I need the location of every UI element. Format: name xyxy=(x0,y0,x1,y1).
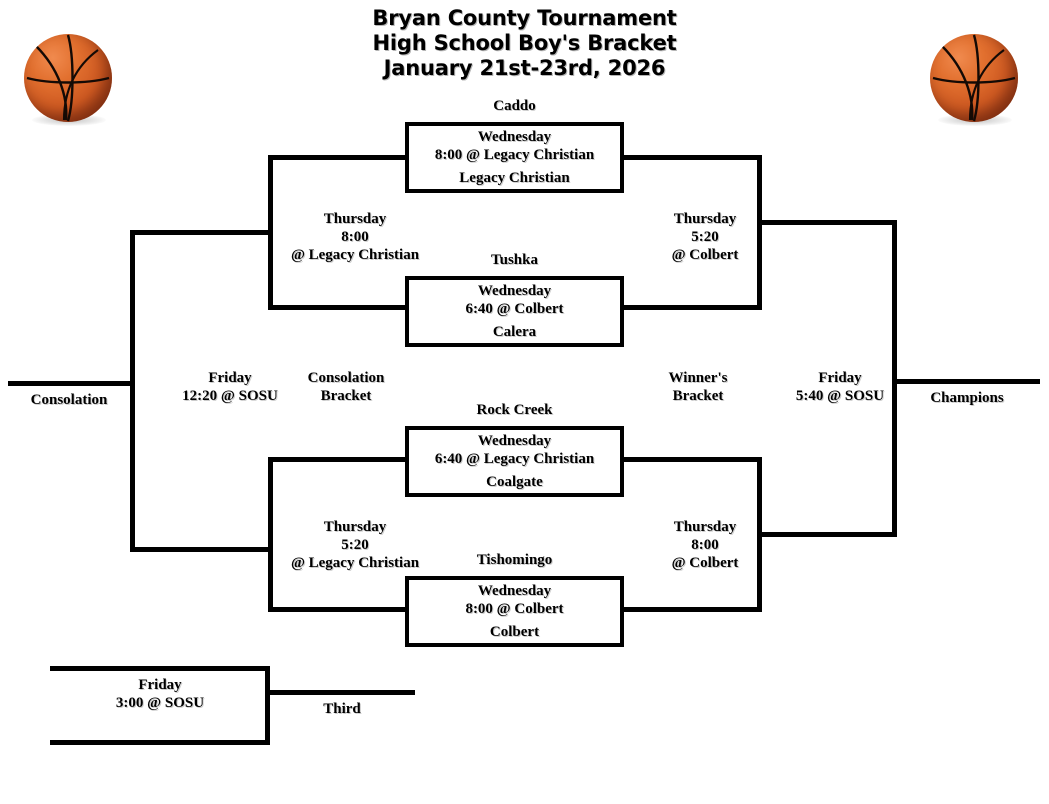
third-place-result-label: Third xyxy=(323,701,361,717)
game-box-3[interactable]: Wednesday 6:40 @ Legacy Christian Coalga… xyxy=(405,426,624,497)
consolation-bracket-title-line-1: Consolation xyxy=(307,370,385,386)
winners-bracket-title-line-1: Winner's xyxy=(668,370,728,386)
third-place-result-stub xyxy=(265,690,415,695)
basketball-sphere xyxy=(24,34,112,122)
winners-semifinal-top: Thursday 5:20 @ Colbert xyxy=(625,210,785,264)
seed-label-caddo: Caddo xyxy=(493,98,536,114)
winners-bracket-title: Winner's Bracket xyxy=(622,369,774,405)
game-box-4[interactable]: Wednesday 8:00 @ Colbert Colbert xyxy=(405,576,624,647)
consolation-feeder-top-upper-arm xyxy=(268,155,408,160)
third-place-caption: Friday 3:00 @ SOSU xyxy=(60,676,260,712)
game-4-time-venue: 8:00 @ Colbert xyxy=(465,601,564,617)
consolation-feeder-bottom-upper-arm xyxy=(268,457,408,462)
consolation-semifinal-bottom: Thursday 5:20 @ Legacy Christian xyxy=(275,518,435,572)
page-title: Bryan County Tournament High School Boy'… xyxy=(0,6,1049,81)
champions-result-label: Champions xyxy=(930,390,1004,406)
seed-label-tishomingo: Tishomingo xyxy=(476,552,553,568)
consolation-semifinal-bottom-day: Thursday xyxy=(323,519,387,535)
winners-semifinal-bottom-venue: @ Colbert xyxy=(671,555,739,571)
championship-final-upper-arm xyxy=(757,220,897,225)
title-line-3: January 21st-23rd, 2026 xyxy=(383,56,666,80)
game-4-day: Wednesday xyxy=(477,583,552,599)
winners-feeder-bottom-lower-arm xyxy=(620,607,762,612)
third-place-day: Friday xyxy=(138,677,182,693)
third-place-time-venue: 3:00 @ SOSU xyxy=(115,695,205,711)
championship-final-time-venue: 5:40 @ SOSU xyxy=(795,388,885,404)
game-1-day: Wednesday xyxy=(477,129,552,145)
consolation-semifinal-top-venue: @ Legacy Christian xyxy=(290,247,420,263)
game-3-day: Wednesday xyxy=(477,433,552,449)
title-line-2: High School Boy's Bracket xyxy=(372,31,677,55)
seed-label-tushka: Tushka xyxy=(491,252,538,268)
game-2-time-venue: 6:40 @ Colbert xyxy=(465,301,564,317)
basketball-icon xyxy=(24,34,112,126)
championship-final-lower-arm xyxy=(757,532,897,537)
champions-result-stub xyxy=(892,379,1040,384)
winners-semifinal-top-venue: @ Colbert xyxy=(671,247,739,263)
championship-final-caption: Friday 5:40 @ SOSU xyxy=(760,369,920,405)
consolation-final-caption: Friday 12:20 @ SOSU xyxy=(150,369,310,405)
game-1-opponent: Legacy Christian xyxy=(459,170,570,186)
game-3-opponent: Coalgate xyxy=(486,474,543,490)
winners-feeder-bottom-upper-arm xyxy=(620,457,762,462)
seed-label-rock-creek: Rock Creek xyxy=(476,402,553,418)
consolation-semifinal-top: Thursday 8:00 @ Legacy Christian xyxy=(275,210,435,264)
game-3-time-venue: 6:40 @ Legacy Christian xyxy=(434,451,595,467)
basketball-icon xyxy=(930,34,1018,126)
consolation-semifinal-bottom-time: 5:20 xyxy=(341,537,369,553)
consolation-semifinal-top-time: 8:00 xyxy=(341,229,369,245)
game-2-opponent: Calera xyxy=(492,324,537,340)
championship-final-day: Friday xyxy=(818,370,862,386)
winners-semifinal-top-day: Thursday xyxy=(673,211,737,227)
consolation-feeder-bottom-vertical xyxy=(268,457,273,612)
third-place-bottom-arm xyxy=(50,740,270,745)
winners-bracket-title-line-2: Bracket xyxy=(672,388,724,404)
consolation-result-stub xyxy=(8,381,135,386)
consolation-final-upper-arm xyxy=(130,230,271,235)
consolation-bracket-title-line-2: Bracket xyxy=(320,388,372,404)
title-line-1: Bryan County Tournament xyxy=(372,6,677,30)
consolation-feeder-bottom-lower-arm xyxy=(268,607,408,612)
consolation-final-vertical xyxy=(130,230,135,552)
consolation-semifinal-top-day: Thursday xyxy=(323,211,387,227)
third-place-top-arm xyxy=(50,666,270,671)
game-4-opponent: Colbert xyxy=(489,624,540,640)
winners-feeder-top-vertical xyxy=(757,155,762,310)
winners-semifinal-bottom-day: Thursday xyxy=(673,519,737,535)
winners-semifinal-bottom: Thursday 8:00 @ Colbert xyxy=(625,518,785,572)
championship-final-vertical xyxy=(892,220,897,537)
winners-semifinal-top-time: 5:20 xyxy=(691,229,719,245)
winners-feeder-top-lower-arm xyxy=(620,305,762,310)
game-box-1[interactable]: Wednesday 8:00 @ Legacy Christian Legacy… xyxy=(405,122,624,193)
consolation-bracket-title: Consolation Bracket xyxy=(270,369,422,405)
basketball-seams-icon xyxy=(26,34,110,122)
consolation-semifinal-bottom-venue: @ Legacy Christian xyxy=(290,555,420,571)
game-2-day: Wednesday xyxy=(477,283,552,299)
basketball-sphere xyxy=(930,34,1018,122)
consolation-final-time-venue: 12:20 @ SOSU xyxy=(182,388,278,404)
third-place-vertical xyxy=(265,666,270,745)
winners-feeder-top-upper-arm xyxy=(620,155,762,160)
consolation-feeder-top-lower-arm xyxy=(268,305,408,310)
consolation-result-label: Consolation xyxy=(30,392,108,408)
game-1-time-venue: 8:00 @ Legacy Christian xyxy=(434,147,595,163)
consolation-final-lower-arm xyxy=(130,547,271,552)
winners-semifinal-bottom-time: 8:00 xyxy=(691,537,719,553)
consolation-final-day: Friday xyxy=(208,370,252,386)
game-box-2[interactable]: Wednesday 6:40 @ Colbert Calera xyxy=(405,276,624,347)
basketball-seams-icon xyxy=(932,34,1016,122)
